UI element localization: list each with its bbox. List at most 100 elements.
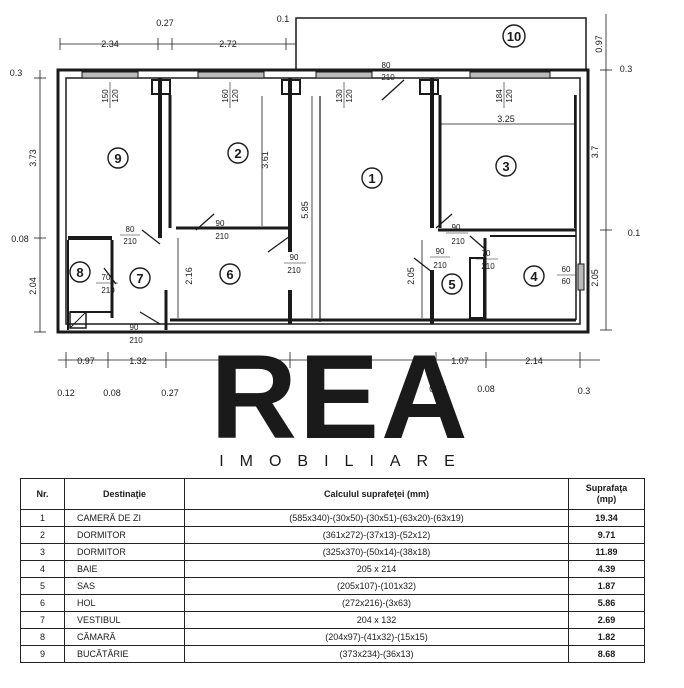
row-nr: 6 xyxy=(20,594,65,612)
row-destination: VESTIBUL xyxy=(64,611,185,629)
floor-plan: REA IMOBILIARE xyxy=(10,14,641,470)
dim-left-3: 0.08 xyxy=(11,234,29,244)
row-nr: 1 xyxy=(20,509,65,527)
row-area: 2.69 xyxy=(568,611,645,629)
dim-top-1: 2.34 xyxy=(101,39,119,49)
window-3-height: 120 xyxy=(345,89,354,103)
window-4-height: 120 xyxy=(505,89,514,103)
door-4-height: 210 xyxy=(287,266,301,275)
dimension-labels: 2.34 0.27 2.72 0.1 0.97 0.3 3.7 0.1 2.05… xyxy=(10,14,641,398)
dimension-lines xyxy=(34,14,612,368)
dim-small-3: 0.27 xyxy=(161,388,179,398)
dim-top-2: 0.27 xyxy=(156,18,174,28)
window-1-height: 120 xyxy=(111,89,120,103)
room-3-number: 3 xyxy=(502,159,509,174)
row-destination: SAS xyxy=(64,577,185,595)
door-6-height: 210 xyxy=(433,261,447,270)
row-calculation: (204x97)-(41x32)-(15x15) xyxy=(184,628,569,646)
row-nr: 8 xyxy=(20,628,65,646)
dim-inner-4: 2.16 xyxy=(184,267,194,285)
dim-bottom-5: 1.07 xyxy=(451,356,469,366)
row-nr: 5 xyxy=(20,577,65,595)
door-2-width: 80 xyxy=(126,225,135,234)
door-1-width: 80 xyxy=(382,61,391,70)
dim-right-3: 3.7 xyxy=(590,146,600,159)
door-9-height: 210 xyxy=(129,336,143,345)
row-calculation: (325x370)-(50x14)-(38x18) xyxy=(184,543,569,561)
door-3-height: 210 xyxy=(215,232,229,241)
row-nr: 7 xyxy=(20,611,65,629)
door-3-width: 90 xyxy=(216,219,225,228)
dim-small-2: 0.08 xyxy=(103,388,121,398)
watermark-subtitle: IMOBILIARE xyxy=(219,453,471,470)
door-5-width: 90 xyxy=(452,223,461,232)
window-5-width: 60 xyxy=(562,265,571,274)
row-nr: 3 xyxy=(20,543,65,561)
dim-inner-5: 2.05 xyxy=(406,267,416,285)
dim-bottom-4: 3.4 xyxy=(356,356,369,366)
dim-right-5: 2.05 xyxy=(590,269,600,287)
row-calculation: (272x216)-(3x63) xyxy=(184,594,569,612)
header-destination: Destinaţie xyxy=(64,478,185,510)
row-area: 1.87 xyxy=(568,577,645,595)
row-destination: DORMITOR xyxy=(64,526,185,544)
door-8-height: 210 xyxy=(101,286,115,295)
room-10-number: 10 xyxy=(507,29,521,44)
dim-bottom-3: 2.72 xyxy=(219,356,237,366)
room-markers: 1 2 3 4 5 6 7 8 9 10 xyxy=(69,24,545,295)
dim-left-4: 2.04 xyxy=(28,277,38,295)
row-area: 4.39 xyxy=(568,560,645,578)
door-2-height: 210 xyxy=(123,237,137,246)
table-header-row: Nr. Destinaţie Calculul suprafeţei (mm) … xyxy=(20,478,645,510)
door-swings xyxy=(103,79,487,325)
dim-right-4: 0.1 xyxy=(628,228,641,238)
dim-left-1: 0.3 xyxy=(10,68,23,78)
row-calculation: (373x234)-(36x13) xyxy=(184,645,569,663)
row-destination: DORMITOR xyxy=(64,543,185,561)
area-table: Nr. Destinaţie Calculul suprafeţei (mm) … xyxy=(20,478,645,663)
row-destination: HOL xyxy=(64,594,185,612)
door-9-width: 90 xyxy=(130,323,139,332)
room-6-number: 6 xyxy=(226,267,233,282)
dim-right-6: 0.3 xyxy=(578,386,591,396)
dim-inner-1: 3.61 xyxy=(260,151,270,169)
dim-bottom-1: 0.97 xyxy=(77,356,95,366)
dim-small-1: 0.12 xyxy=(57,388,75,398)
room-7-number: 7 xyxy=(136,271,143,286)
dim-right-1: 0.97 xyxy=(594,35,604,53)
dim-small-4: 0.08 xyxy=(429,384,447,394)
row-area: 8.68 xyxy=(568,645,645,663)
room-9-number: 9 xyxy=(114,151,121,166)
row-calculation: (361x272)-(37x13)-(52x12) xyxy=(184,526,569,544)
row-calculation: (205x107)-(101x32) xyxy=(184,577,569,595)
row-calculation: (585x340)-(30x50)-(30x51)-(63x20)-(63x19… xyxy=(184,509,569,527)
door-4-width: 90 xyxy=(290,253,299,262)
row-area: 1.82 xyxy=(568,628,645,646)
dim-bottom-6: 2.14 xyxy=(525,356,543,366)
room-5-number: 5 xyxy=(448,277,455,292)
watermark-logo: REA xyxy=(210,330,469,464)
row-destination: BAIE xyxy=(64,560,185,578)
row-area: 5.86 xyxy=(568,594,645,612)
row-calculation: 205 x 214 xyxy=(184,560,569,578)
window-2-height: 120 xyxy=(231,89,240,103)
walls xyxy=(56,17,590,334)
window-2-width: 160 xyxy=(221,89,230,103)
row-nr: 2 xyxy=(20,526,65,544)
balcony-outline xyxy=(295,17,587,71)
door-labels: 80 210 80 210 90 210 90 210 90 210 90 21… xyxy=(96,61,498,345)
row-area: 19.34 xyxy=(568,509,645,527)
dim-top-3: 2.72 xyxy=(219,39,237,49)
window-labels: 150 120 160 120 130 120 184 120 60 60 xyxy=(101,82,575,286)
door-8-width: 70 xyxy=(102,273,111,282)
row-nr: 9 xyxy=(20,645,65,663)
dim-top-4: 0.1 xyxy=(277,14,290,24)
